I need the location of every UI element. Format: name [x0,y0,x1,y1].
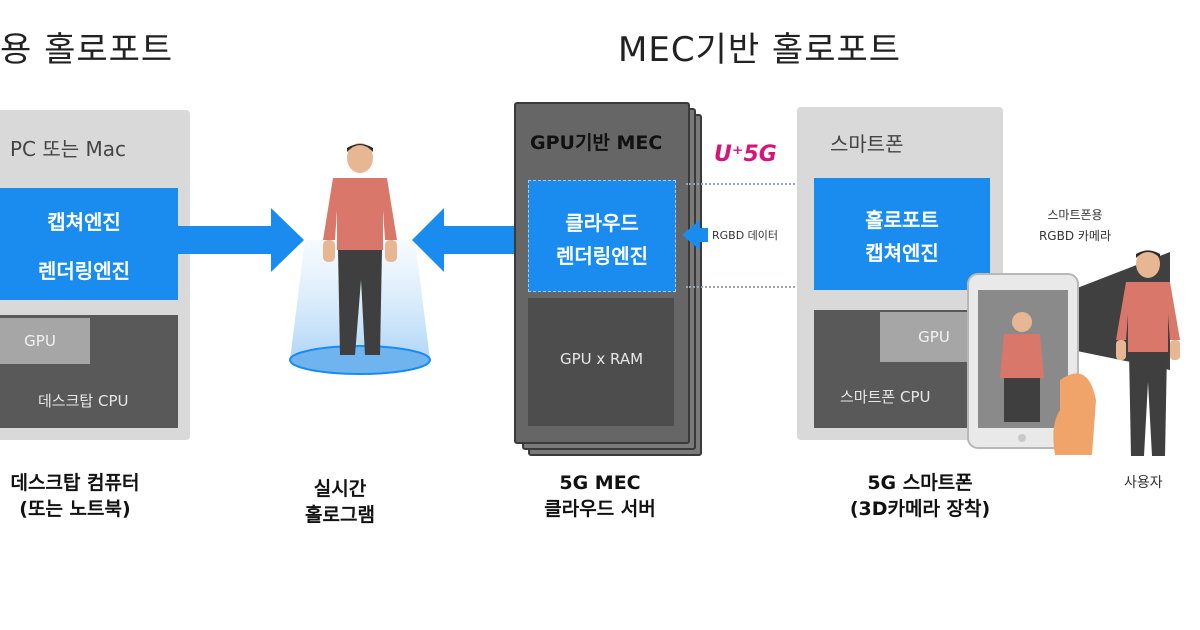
user-caption: 사용자 [1124,475,1163,491]
hologram-base [289,345,431,375]
arrow-phone-to-mec [682,220,814,250]
desktop-gpu-chip: GPU [0,318,90,364]
arrow-mec-to-hologram [412,208,528,272]
desktop-caption-line1: 데스크탑 컴퓨터 [10,472,140,494]
network-link-bottom [686,286,814,288]
desktop-caption-line2: (또는 노트북) [19,498,131,520]
smartphone-engine-box: 홀로포트 캡쳐엔진 [814,178,990,290]
mec-ram-label: GPU x RAM [560,350,644,368]
desktop-panel-label: PC 또는 Mac [10,137,127,161]
render-engine-label: 렌더링엔진 [38,259,130,283]
mec-engine-line1: 클라우드 [565,211,639,235]
mec-engine-box: 클라우드 렌더링엔진 [528,180,676,292]
rgbd-camera-label: 스마트폰용 RGBD 카메라 [1030,206,1120,244]
mec-engine-line2: 렌더링엔진 [556,244,648,268]
capture-engine-label: 캡쳐엔진 [47,210,121,234]
mec-header: GPU기반 MEC [530,132,663,154]
mec-hardware-box [528,298,674,426]
smartphone-caption: 5G 스마트폰 (3D카메라 장착) [830,470,1010,522]
uplus-5g-logo: U⁺5G [714,142,777,167]
right-section-title: MEC기반 홀로포트 [618,30,902,70]
smartphone-cpu-label: 스마트폰 CPU [840,388,931,406]
smartphone-engine-line1: 홀로포트 [865,208,939,232]
hand-icon [1053,373,1096,455]
arrow-desktop-to-hologram [176,208,304,272]
smartphone-caption-line1: 5G 스마트폰 [867,472,973,494]
hologram-caption: 실시간 홀로그램 [290,476,390,528]
hologram-caption-line2: 홀로그램 [305,504,375,526]
hologram-illustration [289,143,431,375]
rgbd-data-label: RGBD 데이터 [712,229,779,242]
smartphone-panel-label: 스마트폰 [830,132,904,156]
smartphone-caption-line2: (3D카메라 장착) [849,498,991,520]
rgbd-camera-line1: 스마트폰용 [1047,208,1103,222]
network-link-top [686,183,814,185]
hologram-caption-line1: 실시간 [313,478,367,500]
mec-caption: 5G MEC 클라우드 서버 [520,470,680,522]
mec-caption-line1: 5G MEC [559,472,641,494]
desktop-cpu-label: 데스크탑 CPU [38,392,129,410]
mec-caption-line2: 클라우드 서버 [544,498,656,520]
desktop-engine-box: 캡쳐엔진 렌더링엔진 [0,188,178,300]
hologram-beam [290,240,430,360]
rgbd-camera-line2: RGBD 카메라 [1038,229,1112,243]
smartphone-engine-line2: 캡쳐엔진 [865,241,939,265]
desktop-caption: 데스크탑 컴퓨터 (또는 노트북) [0,470,170,522]
user-illustration [1116,250,1180,456]
left-section-title: 용 홀로포트 [0,30,174,70]
